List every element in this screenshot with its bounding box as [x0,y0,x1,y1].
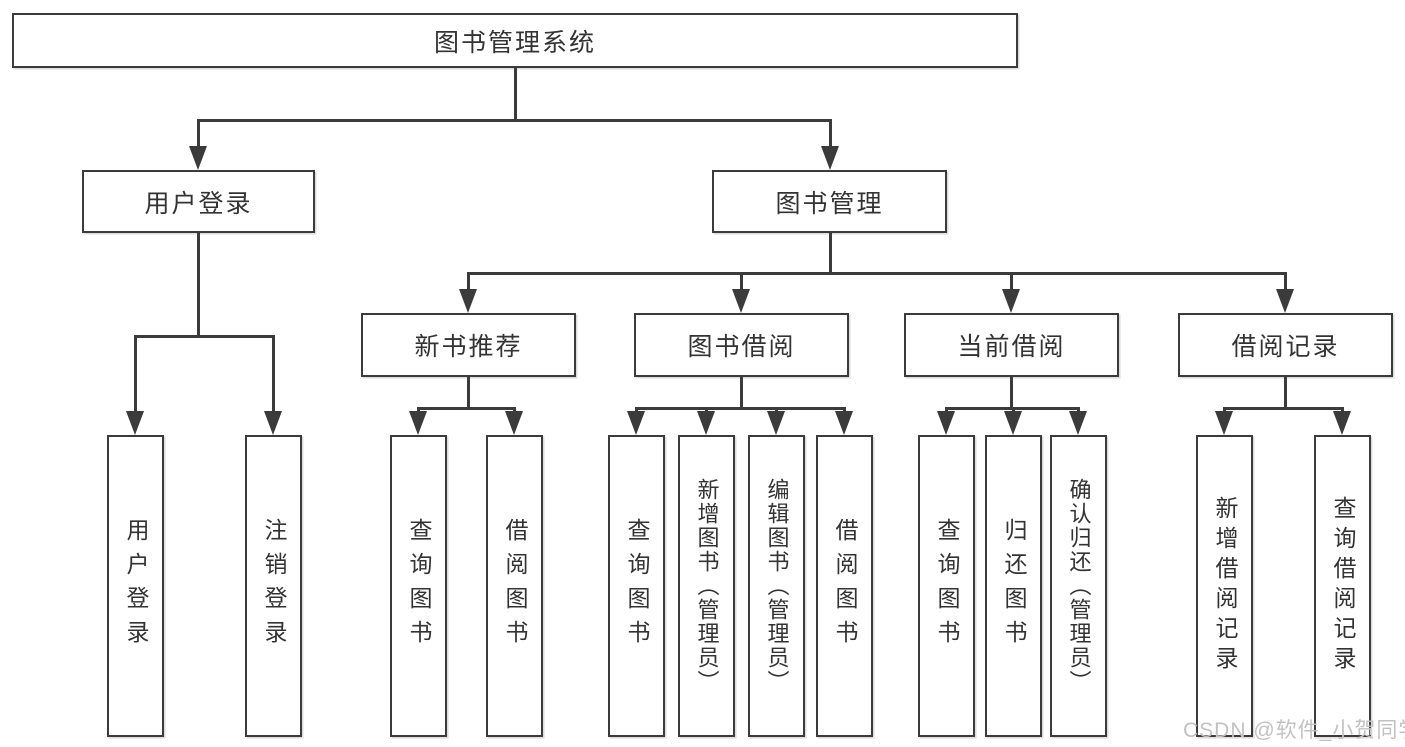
connector-line [134,335,137,413]
arrow-down-icon [627,411,645,435]
leaf-query-borrow-record: 查询借阅记录 [1314,435,1371,737]
node-borrow-record-label: 借阅记录 [1231,333,1340,361]
connector-line [272,335,275,413]
node-book-borrow-label: 图书借阅 [687,333,796,361]
connector-line [134,335,274,338]
connector-line [467,272,470,291]
arrow-down-icon [126,411,144,435]
leaf-edit-book-admin: 编辑图书（管理员） [748,435,805,737]
arrow-down-icon [1002,289,1020,313]
connector-line [467,272,1286,275]
leaf-return-book: 归还图书 [985,435,1042,737]
connector-line [1010,272,1013,291]
connector-line [1012,407,1015,413]
node-current-borrow-label: 当前借阅 [957,333,1066,361]
leaf-query-book-current: 查询图书 [918,435,975,737]
connector-line [514,68,517,119]
connector-line [1077,407,1080,413]
connector-line [945,407,948,413]
connector-line [843,407,846,413]
node-book-management-label: 图书管理 [775,189,884,218]
arrow-down-icon [1215,411,1233,435]
arrow-down-icon [409,411,427,435]
node-new-book-recommend: 新书推荐 [361,313,576,377]
arrow-down-icon [835,411,853,435]
node-borrow-record: 借阅记录 [1178,313,1393,377]
connector-line [1284,377,1287,408]
leaf-query-book-recommend: 查询图书 [390,435,447,737]
node-user-login-label: 用户登录 [144,189,253,218]
arrow-down-icon [264,411,282,435]
arrow-down-icon [821,146,839,170]
arrow-down-icon [505,411,523,435]
arrow-down-icon [1333,411,1351,435]
connector-line [513,407,516,413]
connector-line [467,377,470,408]
leaf-logout: 注销登录 [245,435,302,737]
leaf-add-borrow-record: 新增借阅记录 [1196,435,1253,737]
node-new-book-recommend-label: 新书推荐 [414,333,523,361]
connector-line [705,407,708,413]
node-root: 图书管理系统 [12,13,1018,68]
connector-line [417,407,515,410]
connector-line [1223,407,1343,410]
arrow-down-icon [732,289,750,313]
node-current-borrow: 当前借阅 [904,313,1119,377]
node-book-management: 图书管理 [712,170,947,233]
connector-line [197,233,200,336]
leaf-borrow-book-recommend: 借阅图书 [486,435,543,737]
connector-line [1010,377,1013,408]
connector-line [635,407,638,413]
arrow-down-icon [937,411,955,435]
arrow-down-icon [459,289,477,313]
connector-line [197,119,831,122]
connector-line [417,407,420,413]
connector-line [740,377,743,408]
node-user-login: 用户登录 [82,170,315,233]
connector-line [635,407,845,410]
connector-line [1284,272,1287,291]
arrow-down-icon [767,411,785,435]
leaf-query-book-borrow: 查询图书 [608,435,665,737]
leaf-confirm-return-admin: 确认归还（管理员） [1050,435,1107,737]
connector-line [1223,407,1226,413]
arrow-down-icon [1276,289,1294,313]
leaf-add-book-admin: 新增图书（管理员） [678,435,735,737]
watermark: CSDN @软件_小贺同学 [1183,719,1405,742]
arrow-down-icon [1069,411,1087,435]
connector-line [775,407,778,413]
arrow-down-icon [1004,411,1022,435]
connector-line [197,119,200,148]
arrow-down-icon [189,146,207,170]
node-root-label: 图书管理系统 [433,28,596,57]
arrow-down-icon [697,411,715,435]
node-book-borrow: 图书借阅 [634,313,849,377]
connector-line [1341,407,1344,413]
connector-line [829,119,832,148]
connector-line [829,233,832,273]
leaf-user-login: 用户登录 [107,435,164,737]
connector-line [740,272,743,291]
leaf-borrow-book: 借阅图书 [816,435,873,737]
